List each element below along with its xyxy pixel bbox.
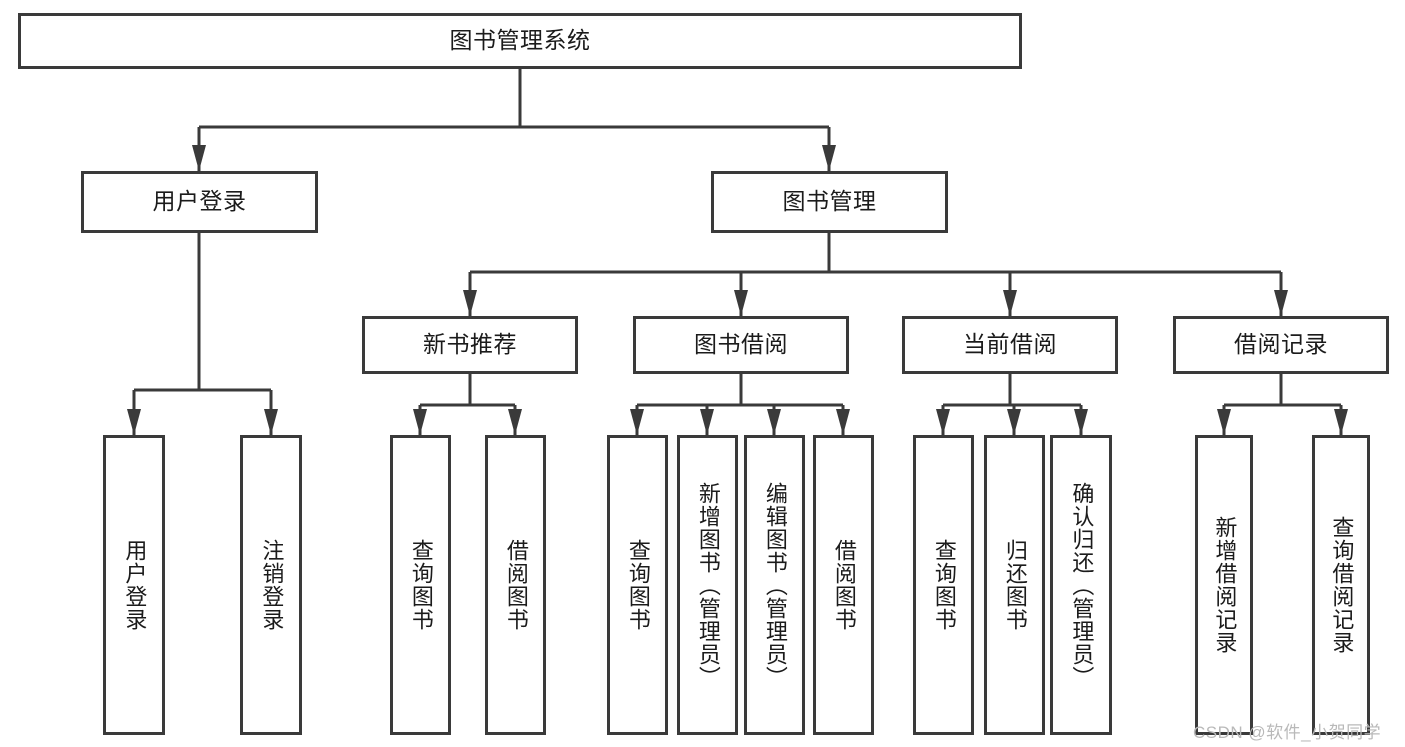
- node-leaf-borrow-book-1[interactable]: 借阅图书: [485, 435, 546, 735]
- arrow-head-userlogin-to-leaves-1: [264, 409, 278, 435]
- node-label-book-manage: 图书管理: [782, 188, 877, 215]
- node-leaf-return-book[interactable]: 归还图书: [984, 435, 1045, 735]
- node-leaf-query-record[interactable]: 查询借阅记录: [1312, 435, 1370, 735]
- arrow-head-root-to-level1-1: [822, 145, 836, 171]
- node-new-book-rec[interactable]: 新书推荐: [362, 316, 578, 374]
- node-user-login[interactable]: 用户登录: [81, 171, 318, 233]
- node-leaf-logout[interactable]: 注销登录: [240, 435, 302, 735]
- node-label-leaf-logout: 注销登录: [259, 539, 285, 631]
- node-label-leaf-edit-book: 编辑图书（管理员）: [762, 481, 788, 689]
- node-label-user-login: 用户登录: [152, 188, 247, 215]
- node-label-leaf-query-record: 查询借阅记录: [1329, 516, 1355, 654]
- arrow-head-newbook-to-leaves-1: [508, 409, 522, 435]
- arrow-head-currentborrow-to-leaves-2: [1074, 409, 1088, 435]
- arrow-head-currentborrow-to-leaves-0: [936, 409, 950, 435]
- node-leaf-query-book-1[interactable]: 查询图书: [390, 435, 451, 735]
- arrow-head-bookborrow-to-leaves-3: [836, 409, 850, 435]
- node-label-leaf-add-record: 新增借阅记录: [1212, 516, 1238, 654]
- node-leaf-query-book-2[interactable]: 查询图书: [607, 435, 668, 735]
- arrow-head-bookmanage-to-level2-0: [463, 290, 477, 316]
- arrow-head-borrowrecord-to-leaves-0: [1217, 409, 1231, 435]
- node-current-borrow[interactable]: 当前借阅: [902, 316, 1118, 374]
- node-label-leaf-add-book: 新增图书（管理员）: [695, 481, 721, 689]
- arrow-head-bookmanage-to-level2-2: [1003, 290, 1017, 316]
- node-leaf-add-book[interactable]: 新增图书（管理员）: [677, 435, 738, 735]
- node-label-current-borrow: 当前借阅: [963, 331, 1057, 358]
- node-label-borrow-record: 借阅记录: [1234, 331, 1328, 358]
- node-label-leaf-return-book: 归还图书: [1002, 539, 1028, 631]
- node-label-leaf-borrow-book-1: 借阅图书: [503, 539, 529, 631]
- arrow-head-bookborrow-to-leaves-2: [767, 409, 781, 435]
- node-label-leaf-query-book-1: 查询图书: [408, 539, 434, 631]
- arrow-head-bookborrow-to-leaves-0: [630, 409, 644, 435]
- node-leaf-user-login[interactable]: 用户登录: [103, 435, 165, 735]
- node-label-leaf-confirm-return: 确认归还（管理员）: [1069, 481, 1095, 689]
- node-label-root: 图书管理系统: [449, 27, 591, 54]
- arrow-head-currentborrow-to-leaves-1: [1007, 409, 1021, 435]
- node-leaf-add-record[interactable]: 新增借阅记录: [1195, 435, 1253, 735]
- node-root[interactable]: 图书管理系统: [18, 13, 1022, 69]
- arrow-head-bookborrow-to-leaves-1: [700, 409, 714, 435]
- node-label-leaf-query-book-2: 查询图书: [625, 539, 651, 631]
- node-leaf-query-book-3[interactable]: 查询图书: [913, 435, 974, 735]
- arrow-head-bookmanage-to-level2-1: [734, 290, 748, 316]
- node-book-borrow[interactable]: 图书借阅: [633, 316, 849, 374]
- node-label-leaf-query-book-3: 查询图书: [931, 539, 957, 631]
- node-leaf-edit-book[interactable]: 编辑图书（管理员）: [744, 435, 805, 735]
- node-label-new-book-rec: 新书推荐: [423, 331, 517, 358]
- arrow-head-newbook-to-leaves-0: [413, 409, 427, 435]
- node-label-book-borrow: 图书借阅: [694, 331, 788, 358]
- arrow-head-userlogin-to-leaves-0: [127, 409, 141, 435]
- csdn-watermark: CSDN @软件_小贺同学: [1193, 723, 1382, 742]
- node-borrow-record[interactable]: 借阅记录: [1173, 316, 1389, 374]
- node-leaf-borrow-book-2[interactable]: 借阅图书: [813, 435, 874, 735]
- node-label-leaf-user-login: 用户登录: [122, 539, 148, 631]
- node-label-leaf-borrow-book-2: 借阅图书: [831, 539, 857, 631]
- arrow-head-borrowrecord-to-leaves-1: [1334, 409, 1348, 435]
- node-book-manage[interactable]: 图书管理: [711, 171, 948, 233]
- arrow-head-root-to-level1-0: [192, 145, 206, 171]
- arrow-head-bookmanage-to-level2-3: [1274, 290, 1288, 316]
- node-leaf-confirm-return[interactable]: 确认归还（管理员）: [1050, 435, 1112, 735]
